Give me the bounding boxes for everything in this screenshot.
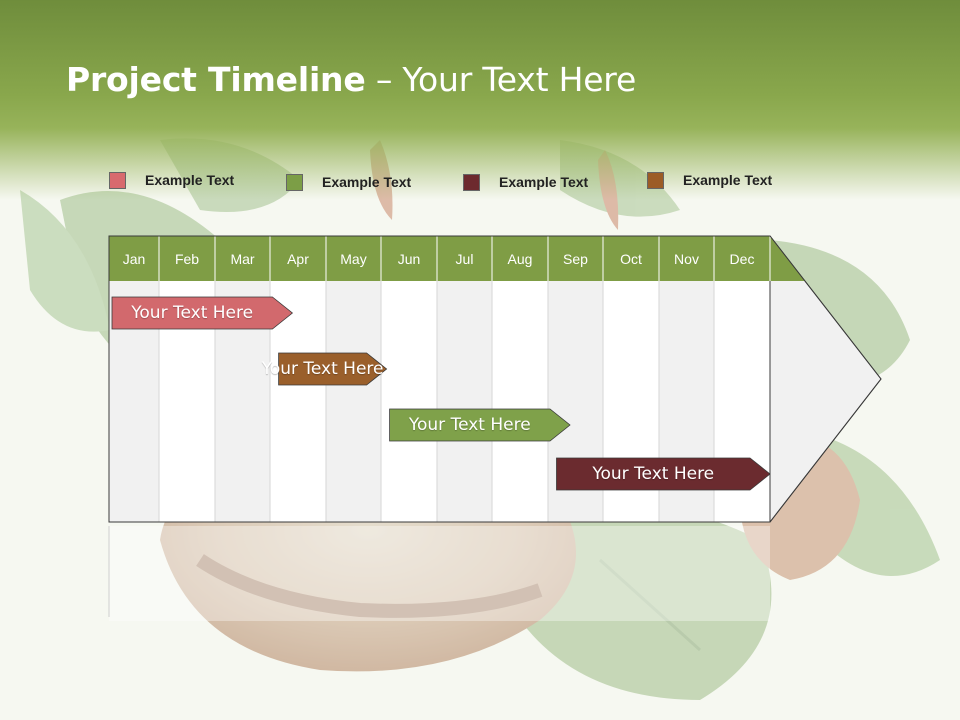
slide-title: Project Timeline – Your Text Here xyxy=(66,60,636,99)
month-label-dec: Dec xyxy=(730,251,755,267)
timeline-outline xyxy=(108,235,882,523)
task-bar-2 xyxy=(278,352,388,386)
month-header-band xyxy=(109,236,805,281)
month-label-jan: Jan xyxy=(123,251,146,267)
month-label-aug: Aug xyxy=(508,251,533,267)
legend-item-2: Example Text xyxy=(286,172,411,192)
legend-label-3: Example Text xyxy=(499,174,589,190)
timeline-reflection xyxy=(109,526,770,621)
task-label-3: Your Text Here xyxy=(408,415,531,435)
month-label-oct: Oct xyxy=(620,251,642,267)
title-bold: Project Timeline xyxy=(66,60,366,99)
month-label-jun: Jun xyxy=(398,251,421,267)
legend-item-4: Example Text xyxy=(647,170,772,190)
month-column-8 xyxy=(492,281,548,522)
month-column-5 xyxy=(326,281,381,522)
month-label-jul: Jul xyxy=(456,251,474,267)
task-bar-3 xyxy=(389,408,571,442)
legend-swatch-2 xyxy=(286,173,303,191)
month-label-sep: Sep xyxy=(563,251,588,267)
title-rest: – Your Text Here xyxy=(365,60,637,99)
month-label-apr: Apr xyxy=(287,251,309,267)
month-label-mar: Mar xyxy=(230,251,254,267)
task-label-4: Your Text Here xyxy=(592,464,715,484)
task-label-1: Your Text Here xyxy=(131,303,254,323)
legend-swatch-4 xyxy=(647,171,664,189)
month-label-feb: Feb xyxy=(175,251,199,267)
task-bar-1 xyxy=(111,296,294,330)
task-bar-4 xyxy=(556,457,771,491)
month-label-nov: Nov xyxy=(674,251,699,267)
month-column-7 xyxy=(437,281,492,522)
legend-item-3: Example Text xyxy=(463,172,588,192)
legend-label-4: Example Text xyxy=(683,172,773,188)
month-column-6 xyxy=(381,281,437,522)
legend-label-2: Example Text xyxy=(322,174,412,190)
legend-swatch-1 xyxy=(109,171,126,189)
slide-header-band xyxy=(0,0,960,200)
task-label-2: Your Text Here xyxy=(261,359,384,379)
legend-item-1: Example Text xyxy=(109,170,234,190)
month-label-may: May xyxy=(340,251,366,267)
legend-label-1: Example Text xyxy=(145,172,235,188)
legend-swatch-3 xyxy=(463,173,480,191)
